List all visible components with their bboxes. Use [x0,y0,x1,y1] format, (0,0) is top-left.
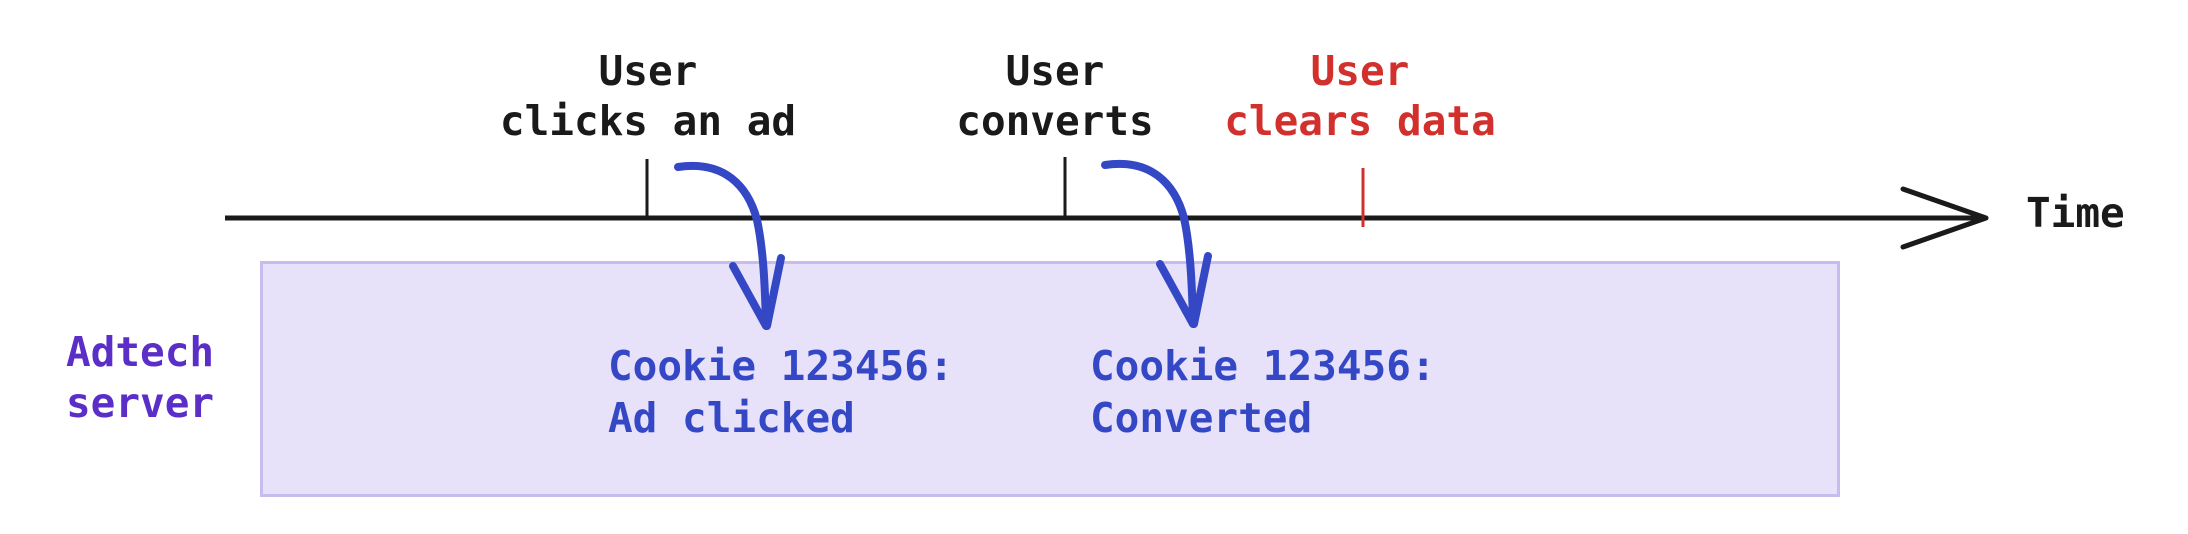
event-label-line: User [1005,47,1105,95]
event-label-user-converts: User converts [956,46,1153,146]
time-axis-label: Time [2026,189,2125,237]
cookie-record-line: Converted [1090,394,1313,442]
event-label-line: clicks an ad [499,97,797,145]
adtech-server-label: Adtech server [66,327,214,429]
cookie-record-converted: Cookie 123456: Converted [1090,340,1436,444]
arrow-click-to-record [674,161,785,330]
cookie-record-line: Ad clicked [608,394,855,442]
event-label-line: User [1310,47,1410,95]
adtech-server-label-line: Adtech [66,328,215,376]
cookie-record-line: Cookie 123456: [1090,342,1436,390]
event-label-line: User [598,47,698,95]
event-label-user-clears-data: User clears data [1224,46,1496,146]
event-label-line: converts [956,97,1154,145]
cookie-record-ad-clicked: Cookie 123456: Ad clicked [608,340,954,444]
cookie-record-line: Cookie 123456: [608,342,954,390]
event-label-line: clears data [1224,97,1496,145]
adtech-server-box [260,261,1840,497]
adtech-server-label-line: server [66,379,215,427]
time-axis-arrowhead-icon [1900,186,1989,250]
arrow-convert-to-record [1101,159,1212,328]
event-label-user-clicks-ad: User clicks an ad [500,46,796,146]
